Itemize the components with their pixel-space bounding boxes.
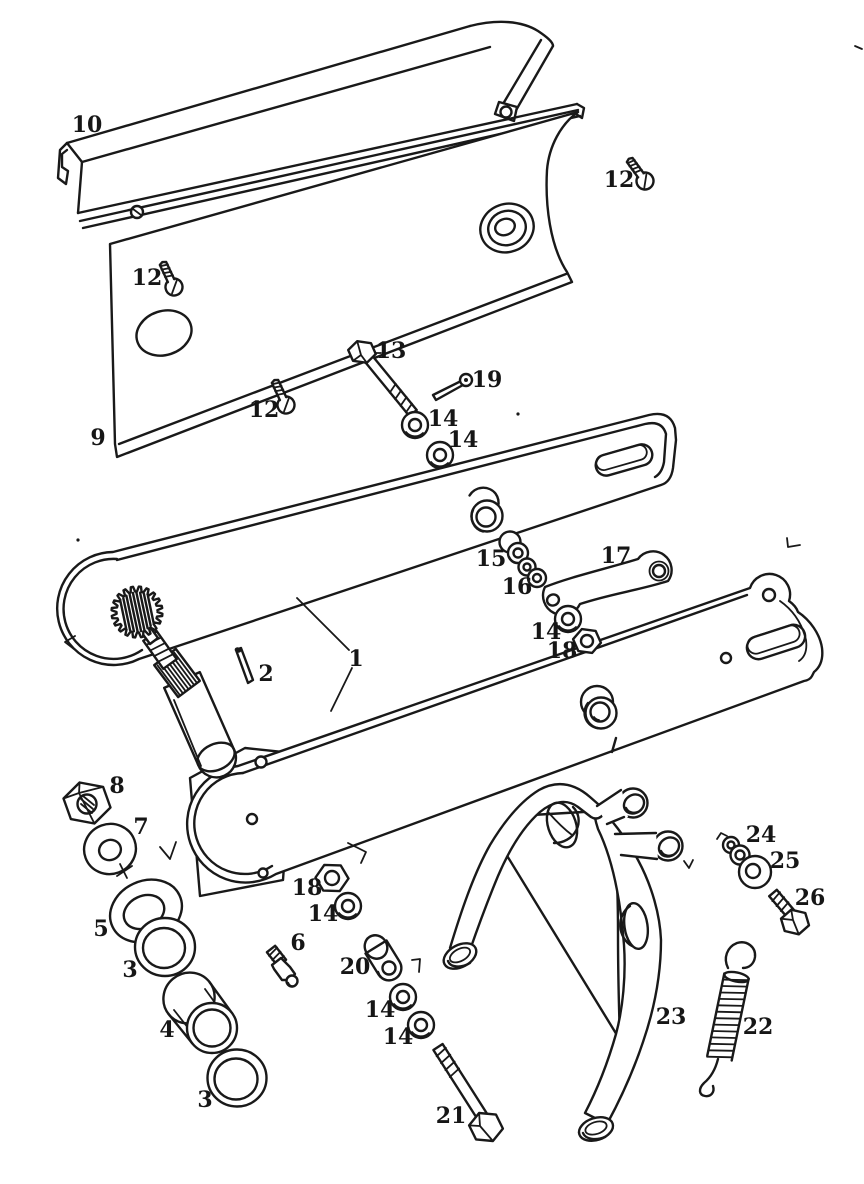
part-label-20: 20	[340, 954, 371, 980]
part-label-7: 7	[133, 814, 148, 840]
part-label-14: 14	[383, 1024, 414, 1050]
part-label-24: 24	[746, 822, 777, 848]
bushing-4	[162, 971, 239, 1055]
part-label-4: 4	[159, 1017, 174, 1043]
part-label-2: 2	[258, 661, 273, 687]
part-label-18: 18	[547, 638, 578, 664]
bolt-26	[768, 888, 811, 936]
part-1-swing-arm	[56, 412, 824, 898]
bolt-21	[432, 1042, 505, 1143]
gusset-rivet-bottom	[257, 867, 269, 879]
spring-22	[698, 941, 757, 1098]
spacer-20	[363, 934, 403, 982]
part-10-chain-guard-top-rail	[56, 20, 586, 230]
washer-7	[82, 822, 138, 876]
part-label-12: 12	[132, 265, 163, 291]
part-label-5: 5	[93, 916, 108, 942]
part-label-14: 14	[428, 406, 459, 432]
bushing-15	[498, 530, 530, 565]
swing-arm-upper-blade	[56, 412, 678, 667]
part-label-14: 14	[531, 619, 562, 645]
gusset-rivet-top	[254, 755, 268, 769]
label-1-leader	[296, 597, 353, 712]
part-label-12: 12	[604, 167, 635, 193]
washers-16	[517, 557, 548, 589]
speck	[76, 538, 80, 542]
part-label-14: 14	[308, 901, 339, 927]
nut-18-b	[314, 863, 350, 893]
speck	[516, 412, 520, 416]
part-label-19: 19	[472, 367, 503, 393]
ring-3-b	[206, 1048, 268, 1108]
part-label-14: 14	[365, 997, 396, 1023]
part-label-15: 15	[476, 546, 507, 572]
part-label-1: 1	[348, 646, 363, 672]
part-label-16: 16	[502, 574, 533, 600]
nut-8	[62, 781, 112, 825]
part-label-9: 9	[90, 425, 105, 451]
swing-arm-pivot-shaft-and-gear	[110, 585, 238, 779]
part-label-3: 3	[197, 1087, 212, 1113]
part-label-10: 10	[72, 112, 103, 138]
part-label-12: 12	[249, 397, 280, 423]
pin-2	[234, 646, 255, 685]
ring-3-a	[133, 916, 197, 978]
part-label-3: 3	[122, 957, 137, 983]
centre-stand-23	[442, 782, 684, 1142]
part-label-22: 22	[743, 1014, 774, 1040]
part-label-17: 17	[601, 543, 632, 569]
stack-leader-mark	[116, 863, 133, 879]
part-label-25: 25	[770, 848, 801, 874]
witness-marks	[64, 45, 863, 973]
washer-14-a	[400, 410, 430, 440]
part-label-6: 6	[290, 930, 305, 956]
swing-arm-lower-blade	[185, 572, 824, 884]
grease-nipple-6	[265, 944, 299, 988]
nut-18-a	[571, 627, 603, 655]
part-label-14: 14	[448, 427, 479, 453]
part-label-18: 18	[292, 875, 323, 901]
washer-14-c	[333, 891, 363, 921]
part-9-chain-guard-panel	[108, 110, 580, 459]
part-label-26: 26	[795, 885, 826, 911]
pin-19	[431, 372, 474, 402]
part-labels: 1012912131912141412151617141887534318146…	[72, 112, 826, 1129]
part-label-23: 23	[656, 1004, 687, 1030]
part-9-grommet	[479, 202, 535, 254]
part-label-13: 13	[376, 338, 407, 364]
part-label-21: 21	[436, 1103, 467, 1129]
washer-25	[737, 854, 773, 890]
part-label-8: 8	[109, 773, 124, 799]
